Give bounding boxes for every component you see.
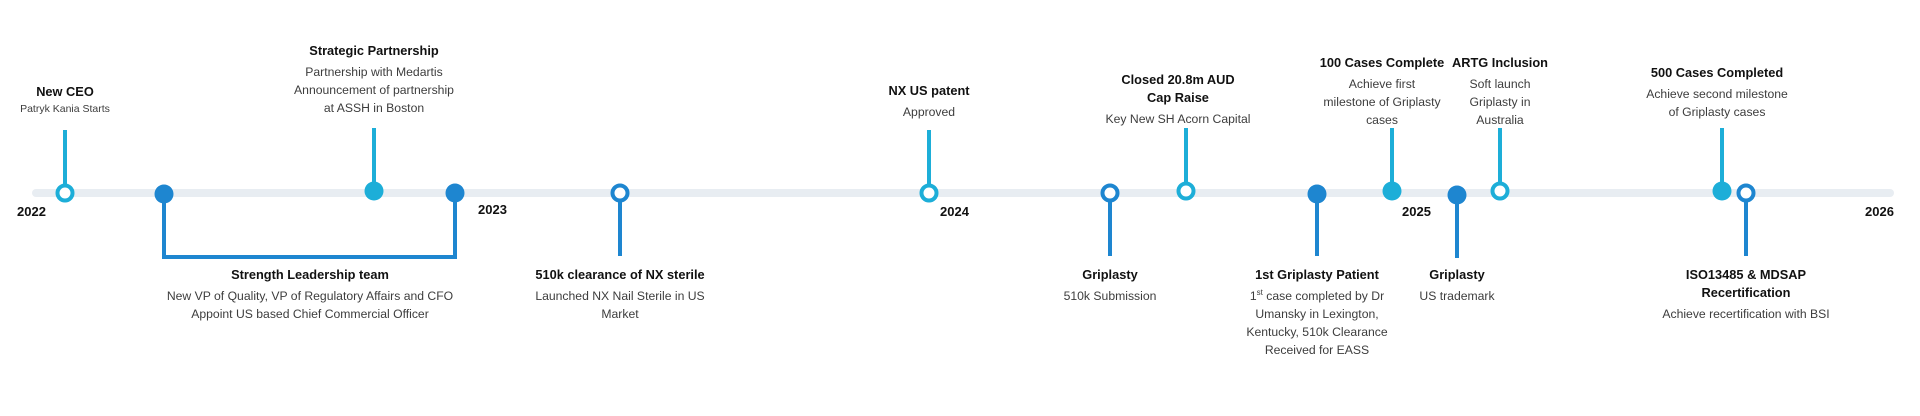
- event-title: Strength Leadership team: [231, 267, 389, 282]
- event-griplasty-trademark: Griplasty US trademark: [1362, 266, 1552, 305]
- event-title: ARTG Inclusion: [1452, 55, 1548, 70]
- event-description: Launched NX Nail Sterile in US Market: [535, 289, 705, 321]
- marker-griplasty-510k: [1100, 183, 1120, 203]
- year-label-2026: 2026: [1865, 204, 1894, 219]
- event-strength-leadership: Strength Leadership team New VP of Quali…: [150, 266, 470, 323]
- event-new-ceo: New CEO Patryk Kania Starts: [0, 83, 160, 116]
- year-label-2022: 2022: [17, 204, 46, 219]
- marker-strength-leadership-start: [154, 184, 174, 204]
- event-description: Patryk Kania Starts: [20, 103, 110, 115]
- event-cap-raise: Closed 20.8m AUD Cap Raise Key New SH Ac…: [1083, 71, 1273, 128]
- marker-strength-leadership-end: [445, 183, 465, 203]
- timeline-axis: [32, 189, 1894, 197]
- event-description: Approved: [902, 105, 956, 119]
- event-100-cases: 100 Cases Complete Achieve first milesto…: [1287, 54, 1477, 129]
- marker-510k-nx-sterile: [610, 183, 630, 203]
- year-label-2023: 2023: [478, 202, 507, 217]
- marker-cap-raise: [1176, 181, 1196, 201]
- event-description: 510k Submission: [1063, 289, 1157, 303]
- year-label-2024: 2024: [940, 204, 969, 219]
- event-title: 1st Griplasty Patient: [1255, 267, 1379, 282]
- year-label-2025: 2025: [1402, 204, 1431, 219]
- event-nx-us-patent: NX US patent Approved: [834, 82, 1024, 121]
- event-description: Achieve second milestone of Griplasty ca…: [1646, 87, 1788, 119]
- marker-artg-inclusion: [1490, 181, 1510, 201]
- event-description: Partnership with Medartis Announcement o…: [294, 65, 454, 115]
- bracket-strength-leadership: [162, 195, 457, 259]
- event-title: New CEO: [36, 84, 94, 99]
- event-title: Griplasty: [1429, 267, 1485, 282]
- marker-500-cases: [1712, 181, 1732, 201]
- event-artg-inclusion: ARTG Inclusion Soft launch Griplasty in …: [1405, 54, 1595, 129]
- marker-griplasty-trademark: [1447, 185, 1467, 205]
- event-iso13485: ISO13485 & MDSAP Recertification Achieve…: [1646, 266, 1846, 323]
- event-description: Achieve first milestone of Griplasty cas…: [1323, 77, 1441, 127]
- event-description: 1st case completed by Dr Umansky in Lexi…: [1222, 287, 1412, 359]
- event-title: Griplasty: [1082, 267, 1138, 282]
- event-title: 510k clearance of NX sterile: [535, 267, 705, 282]
- event-description: Achieve recertification with BSI: [1662, 307, 1830, 321]
- marker-iso13485: [1736, 183, 1756, 203]
- ordinal-suffix: st: [1256, 288, 1263, 297]
- event-title: NX US patent: [888, 83, 970, 98]
- event-title: 100 Cases Complete: [1319, 55, 1445, 70]
- description-rest: case completed by Dr Umansky in Lexingto…: [1246, 289, 1388, 357]
- event-description: New VP of Quality, VP of Regulatory Affa…: [166, 289, 454, 321]
- event-title: ISO13485 & MDSAP Recertification: [1685, 267, 1807, 300]
- marker-new-ceo: [55, 183, 75, 203]
- event-description: Soft launch Griplasty in Australia: [1469, 77, 1531, 127]
- event-description: Key New SH Acorn Capital: [1105, 112, 1251, 126]
- event-first-griplasty-patient: 1st Griplasty Patient 1st case completed…: [1222, 266, 1412, 359]
- event-title: Strategic Partnership: [309, 43, 439, 58]
- event-500-cases: 500 Cases Completed Achieve second miles…: [1617, 64, 1817, 121]
- event-title: Closed 20.8m AUD Cap Raise: [1121, 72, 1235, 105]
- marker-first-griplasty-patient: [1307, 184, 1327, 204]
- event-510k-nx-sterile: 510k clearance of NX sterile Launched NX…: [525, 266, 715, 323]
- event-title: 500 Cases Completed: [1650, 65, 1784, 80]
- marker-strategic-partnership: [364, 181, 384, 201]
- event-griplasty-510k: Griplasty 510k Submission: [1015, 266, 1205, 305]
- event-description: US trademark: [1419, 289, 1495, 303]
- marker-nx-us-patent: [919, 183, 939, 203]
- event-strategic-partnership: Strategic Partnership Partnership with M…: [279, 42, 469, 117]
- description-prefix: 1: [1249, 289, 1257, 303]
- marker-100-cases: [1382, 181, 1402, 201]
